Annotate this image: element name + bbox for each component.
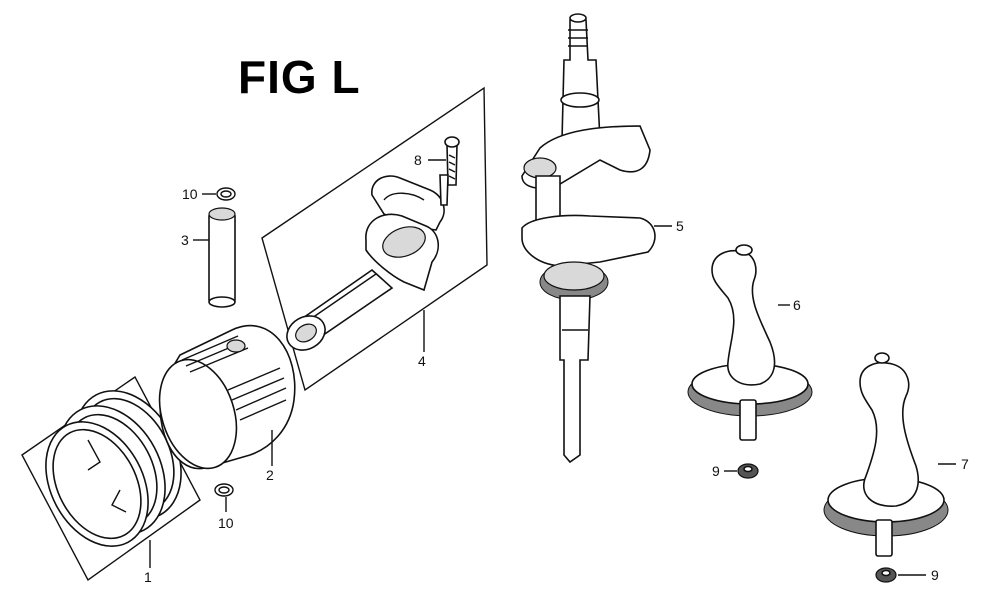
piston — [158, 324, 296, 470]
figure-title: FIG L — [238, 51, 361, 103]
clip-lower — [214, 483, 234, 497]
callout-8: 8 — [414, 152, 422, 168]
balancer-shaft-upper — [687, 244, 813, 441]
callout-1: 1 — [144, 569, 152, 585]
piston-pin — [208, 207, 236, 308]
callout-7: 7 — [961, 456, 969, 472]
crankshaft — [521, 13, 656, 464]
piston-ring-set — [21, 375, 201, 582]
washer-lower — [875, 567, 897, 583]
callout-6: 6 — [793, 297, 801, 313]
callout-10-upper: 10 — [182, 186, 198, 202]
callout-5: 5 — [676, 218, 684, 234]
callout-2: 2 — [266, 467, 274, 483]
callout-10-lower: 10 — [218, 515, 234, 531]
callout-9-upper: 9 — [712, 463, 720, 479]
callout-4: 4 — [418, 353, 426, 369]
callout-9-lower: 9 — [931, 567, 939, 583]
rod-bolt — [444, 136, 460, 186]
balancer-shaft-lower — [823, 352, 949, 557]
connecting-rod-assembly — [261, 86, 488, 392]
leader-lines — [149, 159, 956, 576]
callout-3: 3 — [181, 232, 189, 248]
clip-upper — [216, 187, 236, 201]
washer-upper — [737, 463, 759, 479]
